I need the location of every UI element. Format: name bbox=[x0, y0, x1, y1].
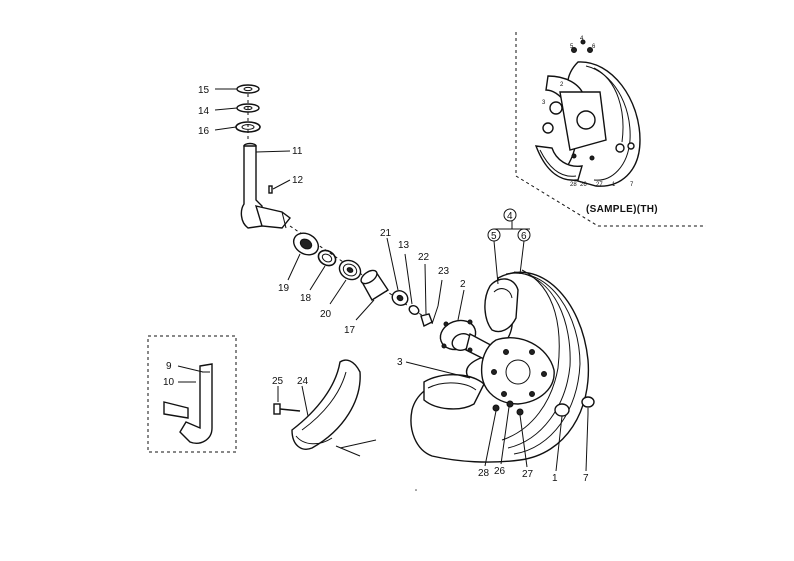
callout-14: 14 bbox=[198, 106, 210, 117]
washer-stack: 15 14 16 bbox=[198, 84, 261, 140]
sample-inset: 4 5 6 3 2 28 26 27 1 7 (SAMPLE)(TH) bbox=[515, 32, 706, 227]
callout-27: 27 bbox=[522, 469, 534, 480]
callout-6: 6 bbox=[521, 231, 527, 242]
callout-22: 22 bbox=[418, 252, 430, 263]
callout-11: 11 bbox=[292, 146, 303, 157]
callout-17: 17 bbox=[344, 325, 356, 336]
callout-15: 15 bbox=[198, 85, 210, 96]
wheel-callouts: 4 5 6 2 3 28 26 27 1 7 bbox=[397, 208, 589, 484]
axle-parts: 19 18 20 17 21 13 22 23 bbox=[278, 225, 450, 336]
sample-callout-4: 4 bbox=[580, 36, 584, 42]
callout-10: 10 bbox=[163, 377, 175, 388]
fender: 25 24 bbox=[272, 359, 377, 457]
sample-callout-27: 27 bbox=[596, 182, 603, 188]
callout-13: 13 bbox=[398, 240, 410, 251]
callout-23: 23 bbox=[438, 266, 450, 277]
alternate-spindle-inset: 9 10 bbox=[147, 335, 237, 453]
callout-26: 26 bbox=[494, 466, 506, 477]
sample-callout-26: 26 bbox=[580, 182, 587, 188]
callout-24: 24 bbox=[297, 376, 309, 387]
wheel bbox=[410, 269, 595, 463]
callout-4-circle bbox=[503, 208, 517, 222]
callout-4: 4 bbox=[507, 211, 513, 222]
callout-25: 25 bbox=[272, 376, 284, 387]
sample-callout-28: 28 bbox=[570, 182, 577, 188]
callout-2: 2 bbox=[460, 279, 466, 290]
callout-18: 18 bbox=[300, 293, 312, 304]
sample-callout-6: 6 bbox=[592, 44, 596, 50]
sample-callout-5: 5 bbox=[570, 44, 574, 50]
sample-callout-1: 1 bbox=[612, 182, 616, 188]
callout-3: 3 bbox=[397, 357, 403, 368]
speck bbox=[415, 489, 417, 491]
callout-5: 5 bbox=[491, 231, 497, 242]
callout-16: 16 bbox=[198, 126, 210, 137]
callout-12: 12 bbox=[292, 175, 304, 186]
spindle: 11 12 bbox=[240, 142, 304, 229]
callout-20: 20 bbox=[320, 309, 332, 320]
callout-7: 7 bbox=[583, 473, 589, 484]
sample-callout-2: 2 bbox=[560, 82, 564, 88]
sample-callout-3: 3 bbox=[542, 100, 546, 106]
callout-19: 19 bbox=[278, 283, 290, 294]
callout-21: 21 bbox=[380, 228, 392, 239]
sample-callout-7: 7 bbox=[630, 182, 634, 188]
callout-28: 28 bbox=[478, 468, 490, 479]
sample-caption: (SAMPLE)(TH) bbox=[586, 204, 658, 215]
sample-wheel-drawing bbox=[534, 39, 641, 187]
callout-9: 9 bbox=[166, 361, 172, 372]
callout-1: 1 bbox=[552, 473, 558, 484]
